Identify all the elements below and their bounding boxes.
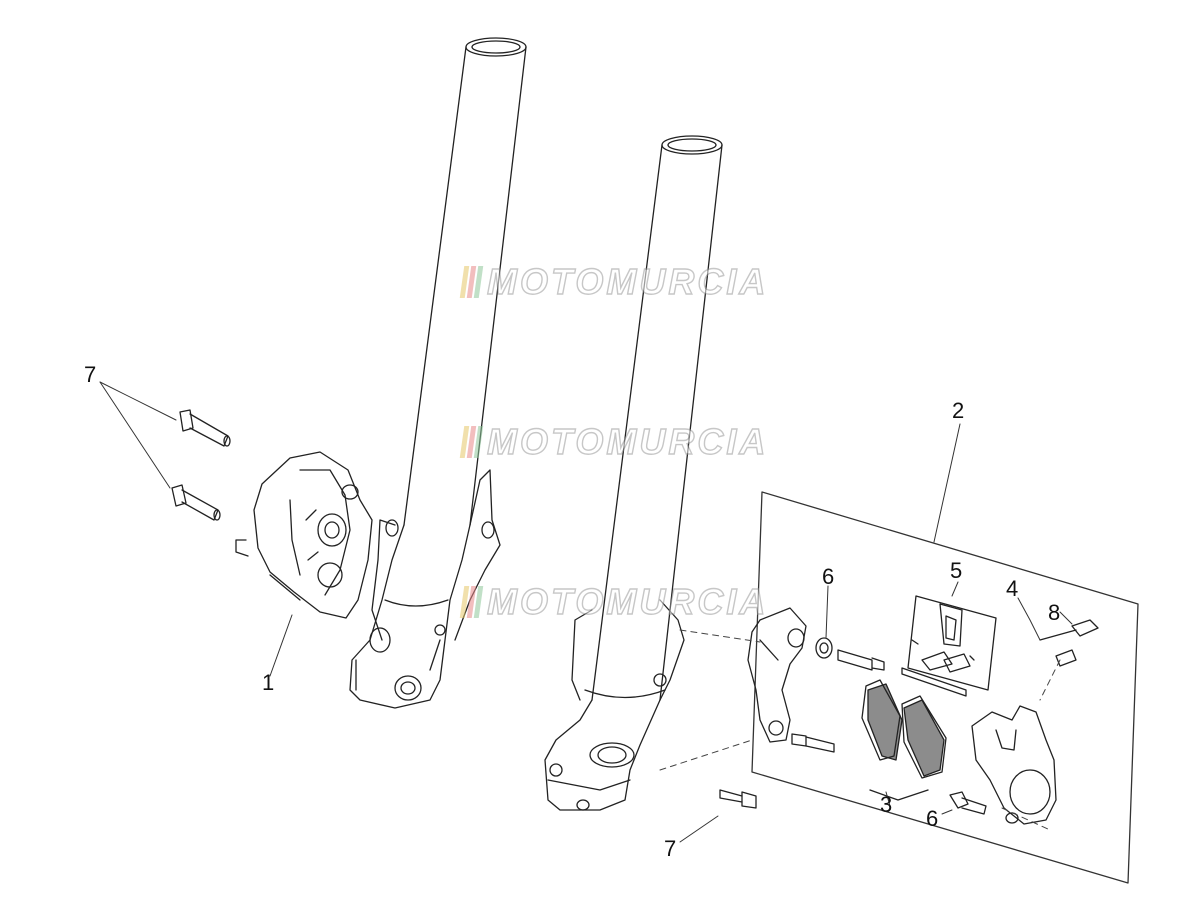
callout-4: 4 (1006, 576, 1018, 601)
watermark-bottom: MOTOMURCIA (459, 580, 766, 623)
callout-8: 8 (1048, 600, 1060, 625)
watermark-top: MOTOMURCIA (459, 260, 766, 303)
caliper-kit-frame (751, 491, 1139, 884)
watermark-stripes (459, 266, 484, 298)
watermark-stripes (459, 426, 484, 458)
brake-pads (861, 679, 947, 801)
callout-6-upper: 6 (822, 564, 834, 589)
right-fork-leg (544, 135, 723, 811)
right-brake-caliper (971, 705, 1057, 825)
slide-pins (791, 637, 987, 815)
callout-3: 3 (880, 792, 892, 817)
left-caliper-bolts (171, 409, 231, 521)
callout-5: 5 (950, 558, 962, 583)
watermark-text: MOTOMURCIA (486, 420, 769, 462)
caliper-bracket (747, 607, 807, 743)
callout-7-left: 7 (84, 362, 96, 387)
watermark-text: MOTOMURCIA (486, 260, 769, 302)
left-brake-caliper (235, 451, 373, 619)
lower-bolt (719, 789, 757, 809)
pad-retainer-kit (901, 595, 997, 697)
bleed-valve (1039, 619, 1099, 667)
assembly-dash-lines (659, 629, 1061, 831)
watermark-middle: MOTOMURCIA (459, 420, 766, 463)
callout-6-lower: 6 (926, 806, 938, 831)
watermark-stripes (459, 586, 484, 618)
callout-7-lower: 7 (664, 836, 676, 861)
callout-1: 1 (262, 670, 274, 695)
watermark-text: MOTOMURCIA (486, 580, 769, 622)
leader-lines (99, 381, 1073, 843)
callout-2: 2 (952, 398, 964, 423)
